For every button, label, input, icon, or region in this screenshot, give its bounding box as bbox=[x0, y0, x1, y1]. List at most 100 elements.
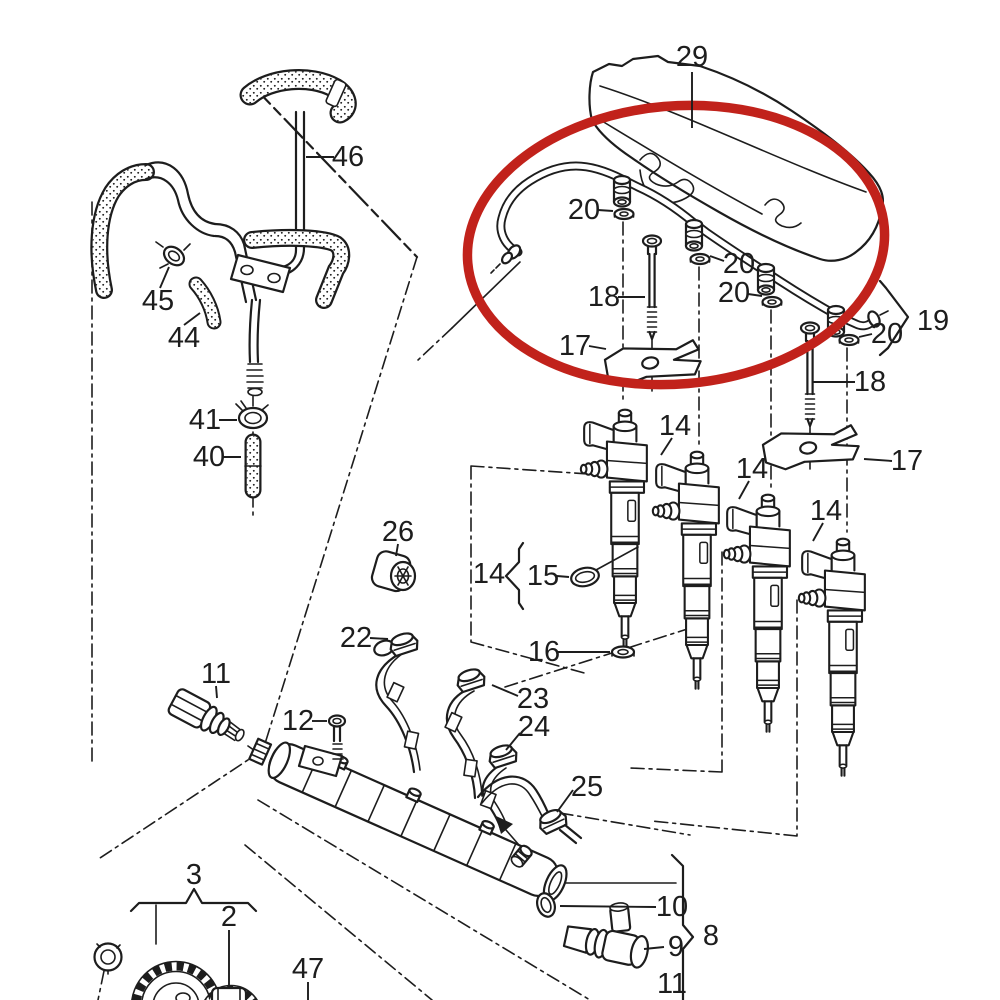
part-2-sleeve bbox=[210, 986, 248, 1000]
fuel-pipe-25 bbox=[476, 775, 583, 845]
heat-shield-washer-16 bbox=[610, 645, 636, 659]
part-label-20: 20 bbox=[568, 194, 614, 226]
part-number-text: 11 bbox=[201, 658, 231, 690]
part-number-text: 25 bbox=[571, 771, 603, 803]
part-number-text: 16 bbox=[528, 636, 560, 668]
part-label-2: 2 bbox=[221, 901, 237, 986]
part-label-14: 14 bbox=[659, 410, 691, 456]
part-label-20: 20 bbox=[718, 277, 763, 309]
seal-washer-20-4 bbox=[838, 333, 860, 347]
bracket-8 bbox=[670, 853, 695, 1000]
part-label-44: 44 bbox=[168, 312, 201, 354]
clamp-fork-17-2 bbox=[760, 419, 862, 476]
part-label-17: 17 bbox=[863, 445, 923, 477]
part-label-14: 14 bbox=[473, 558, 505, 590]
clamp-41 bbox=[235, 400, 269, 430]
fuel-pipe-24 bbox=[479, 741, 520, 832]
assembly-arrow bbox=[496, 816, 513, 834]
gear-assembly bbox=[93, 942, 258, 1000]
metal-pipe-44-45 bbox=[213, 222, 292, 397]
bolt-12 bbox=[327, 714, 347, 760]
part-number-text: 20 bbox=[568, 194, 600, 226]
part-number-text: 14 bbox=[659, 410, 691, 442]
part-label-19: 19 bbox=[917, 305, 949, 337]
part-number-text: 14 bbox=[810, 495, 842, 527]
part-number-text: 47 bbox=[292, 953, 324, 985]
part-number-text: 14 bbox=[736, 453, 768, 485]
bolt-18-1 bbox=[641, 234, 663, 341]
part-number-text: 17 bbox=[559, 330, 591, 362]
fuel-pipe-23 bbox=[444, 665, 488, 800]
rail-stub bbox=[478, 819, 495, 836]
part-label-14: 14 bbox=[736, 453, 768, 500]
part-number-text: 2 bbox=[221, 901, 237, 933]
fuel-rail bbox=[248, 737, 568, 902]
part-label-17: 17 bbox=[559, 330, 607, 362]
part-number-text: 20 bbox=[871, 318, 903, 350]
rail-stub bbox=[405, 787, 422, 804]
clamp-45 bbox=[155, 241, 191, 269]
return-stub bbox=[510, 844, 533, 868]
part-label-18: 18 bbox=[588, 281, 645, 313]
part-number-text: 18 bbox=[854, 366, 886, 398]
part-number-text: 29 bbox=[676, 41, 708, 73]
injector-14-2 bbox=[651, 450, 720, 690]
part-label-16: 16 bbox=[528, 636, 610, 668]
fuel-pipe-22 bbox=[373, 629, 421, 774]
part-number-text: 45 bbox=[142, 285, 174, 317]
seal-washer-20-1 bbox=[613, 207, 635, 221]
part-number-text: 12 bbox=[282, 705, 314, 737]
part-label-40: 40 bbox=[193, 441, 241, 473]
part-number-text: 14 bbox=[473, 558, 505, 590]
injector-14-3 bbox=[722, 493, 791, 733]
hose-end-fitting-right bbox=[867, 310, 889, 328]
part-number-text: 40 bbox=[193, 441, 225, 473]
hose-46-lower bbox=[243, 228, 351, 309]
connector-26 bbox=[370, 550, 417, 593]
part-label-22: 22 bbox=[340, 622, 389, 654]
part-number-text: 24 bbox=[518, 711, 550, 743]
pressure-sensor-11 bbox=[167, 688, 245, 742]
part-label-45: 45 bbox=[142, 266, 174, 317]
pipe-bracket bbox=[229, 253, 292, 294]
part-number-text: 3 bbox=[186, 859, 202, 891]
part-number-text: 23 bbox=[517, 683, 549, 715]
seal-washer-20-3 bbox=[761, 295, 783, 309]
fuel-hose-assembly bbox=[90, 69, 357, 499]
part-label-20: 20 bbox=[858, 318, 903, 350]
part-label-18: 18 bbox=[813, 366, 886, 398]
part-number-text: 20 bbox=[718, 277, 750, 309]
part-number-text: 8 bbox=[703, 920, 719, 952]
part-number-text: 9 bbox=[668, 931, 684, 963]
part-number-text: 44 bbox=[168, 322, 200, 354]
hose-44 bbox=[188, 276, 222, 330]
tee-connector-1 bbox=[612, 174, 632, 208]
part-label-26: 26 bbox=[382, 516, 414, 557]
part-label-29: 29 bbox=[676, 41, 708, 128]
flange-nut bbox=[93, 942, 123, 975]
bracket-3 bbox=[129, 887, 258, 913]
part-label-3: 3 bbox=[186, 859, 202, 891]
seal-ring-10 bbox=[536, 892, 556, 918]
part-label-47: 47 bbox=[292, 953, 324, 1000]
seal-washer-20-2 bbox=[689, 252, 711, 266]
part-number-text: 17 bbox=[891, 445, 923, 477]
part-number-text: 11 bbox=[657, 968, 687, 1000]
part-label-12: 12 bbox=[282, 705, 327, 737]
hose-40 bbox=[244, 433, 262, 499]
part-number-text: 22 bbox=[340, 622, 372, 654]
tee-connector-3 bbox=[756, 262, 776, 296]
injector-14-1 bbox=[579, 408, 648, 648]
injectors bbox=[370, 408, 866, 777]
engine-cover-29 bbox=[588, 54, 885, 262]
part-label-11: 11 bbox=[657, 968, 687, 1000]
part-number-text: 41 bbox=[189, 404, 221, 436]
part-label-14: 14 bbox=[810, 495, 842, 542]
pressure-control-valve-9 bbox=[562, 902, 649, 969]
hose-end-fitting-left bbox=[490, 244, 522, 274]
part-number-text: 10 bbox=[656, 891, 688, 923]
bracket-19 bbox=[878, 279, 910, 357]
